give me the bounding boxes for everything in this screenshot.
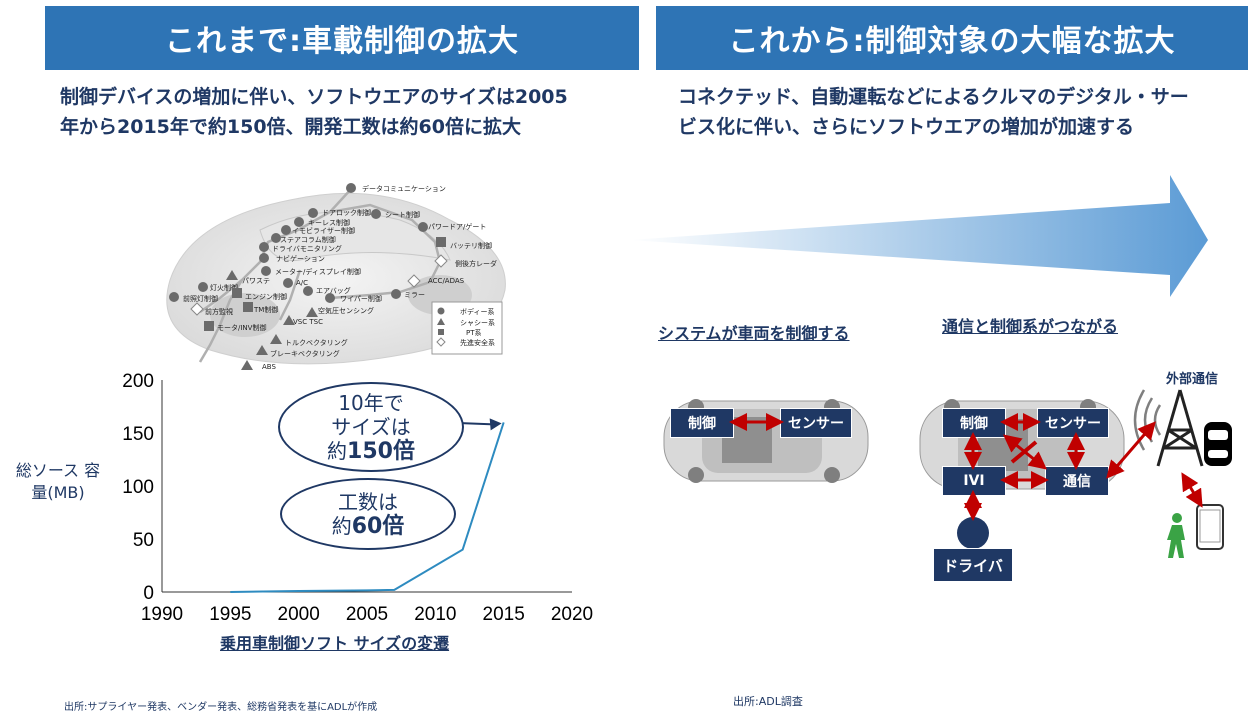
y-axis-title-text: 総ソース 容量(MB) [15,461,101,502]
car-label-abs: ABS [262,363,276,371]
car-label-ac: A/C [296,279,309,287]
y-tick-label: 50 [133,530,154,551]
oval2-line2: 約60倍 [332,514,405,539]
legend-pt: PT系 [466,329,482,337]
car-label-vsc-tsc: VSC TSC [293,318,323,326]
car-label-airbag: エアバッグ [316,287,351,295]
car-label-motor-inv: モータ/INV制御 [217,324,267,332]
link-comm-control-connected: 通信と制御系がつながる [942,317,1119,336]
chart-caption: 乗用車制御ソフト サイズの変遷 [220,634,450,653]
callout-arrowhead [489,418,502,431]
left-source: 出所:サプライヤー発表、ベンダー発表、総務省発表を基にADLが作成 [64,702,378,713]
x-tick-label: 1995 [209,604,251,625]
growth-arrow [630,175,1208,297]
car-label-acc-adas: ACC/ADAS [428,277,465,285]
smartphone-icon [1196,504,1224,550]
link-system-controls-vehicle: システムが車両を制御する [658,324,850,343]
x-tick-label: 1990 [141,604,183,625]
y-tick-label: 150 [122,424,154,445]
y-tick-label: 200 [122,371,154,392]
oval1-line3: 約150倍 [327,439,415,464]
y-axis-title: 総ソース 容量(MB) [8,460,108,504]
antenna-tower-icon [1133,389,1204,467]
car-label-torque-vector: トルクベクタリング [285,339,348,347]
oval1-line3b: 150倍 [347,438,415,464]
oval2-line1: 工数は [338,489,398,514]
x-tick-label: 2020 [551,604,593,625]
x-tick-label: 2005 [346,604,388,625]
car-label-powersteer: パワステ [242,277,270,285]
car-label-keyless: キーレス制御 [308,219,350,227]
comm-box: 通信 [1045,466,1109,496]
external-comm-label: 外部通信 [1166,372,1219,387]
car1-sensor-box: センサー [780,408,852,438]
callout-pointer [457,422,494,426]
car-label-side-radar: 側後方レーダ [455,260,497,268]
car-control-diagram [166,187,506,365]
y-tick-label: 100 [122,477,154,498]
left-desc-line1: 制御デバイスの増加に伴い、ソフトウエアのサイズは2005 [60,86,568,108]
car-label-meter-display: メーター/ディスプレイ制御 [275,268,361,276]
car-label-headlight: 前照灯制御 [183,295,218,303]
car-label-steer-column: ステアコラム制御 [280,236,336,244]
car-label-brake-vector: ブレーキベクタリング [270,350,340,358]
right-desc-line1: コネクテッド、自動運転などによるクルマのデジタル・サー [678,86,1189,108]
car-label-lighting: 灯火制御 [210,284,238,292]
car-label-tire-pressure: 空気圧センシング [318,307,374,315]
oval2-line2a: 約 [331,513,352,538]
legend-body: ボディー系 [460,308,495,316]
car-label-immobilizer: イモビライザー制御 [292,227,355,235]
oval2-line2b: 60倍 [351,513,405,539]
oval1-line1: 10年で [338,390,404,415]
size-series-line [230,422,505,593]
car-label-front-monitor: 前方監視 [205,308,233,316]
car-label-navigation: ナビゲーション [276,255,325,263]
x-tick-label: 2015 [483,604,525,625]
x-tick-label: 2000 [278,604,320,625]
car-label-engine: エンジン制御 [245,293,287,301]
car-label-doorlock: ドアロック制御 [322,209,371,217]
y-tick-label: 0 [143,583,154,604]
x-tick-label: 2010 [414,604,456,625]
legend-adas: 先進安全系 [460,339,495,347]
right-desc-line2: ビス化に伴い、さらにソフトウエアの増加が加速する [678,116,1135,138]
left-desc-line2: 年から2015年で約150倍、開発工数は約60倍に拡大 [60,116,521,138]
effort-callout-oval: 工数は 約60倍 [280,478,456,550]
oval1-line3a: 約 [327,438,348,463]
car-label-mirror: ミラー [404,291,425,299]
driver-box: ドライバ [933,548,1013,582]
right-source: 出所:ADL調査 [733,695,803,708]
car-label-data-comm: データコミュニケーション [362,185,446,193]
driver-icon [957,517,989,549]
car-label-driver-monitor: ドライバモニタリング [272,245,342,253]
size-callout-oval: 10年で サイズは 約150倍 [278,382,464,472]
left-description: 制御デバイスの増加に伴い、ソフトウエアのサイズは2005 年から2015年で約1… [60,82,568,142]
oval1-line2: サイズは [331,414,411,439]
right-description: コネクテッド、自動運転などによるクルマのデジタル・サー ビス化に伴い、さらにソフ… [678,82,1189,142]
external-car-icon [1204,422,1232,466]
car-label-tm: TM制御 [254,306,279,314]
right-banner: これから:制御対象の大幅な拡大 [656,6,1248,70]
legend-chassis: シャシー系 [460,319,495,327]
pedestrian-icon [1167,513,1185,558]
car-label-seat: シート制御 [385,211,420,219]
car-label-wiper: ワイパー制御 [340,295,382,303]
left-banner: これまで:車載制御の拡大 [45,6,639,70]
car-label-powerdoor: パワードア/ゲート [428,223,487,231]
car-label-battery: バッテリ制御 [450,242,492,250]
